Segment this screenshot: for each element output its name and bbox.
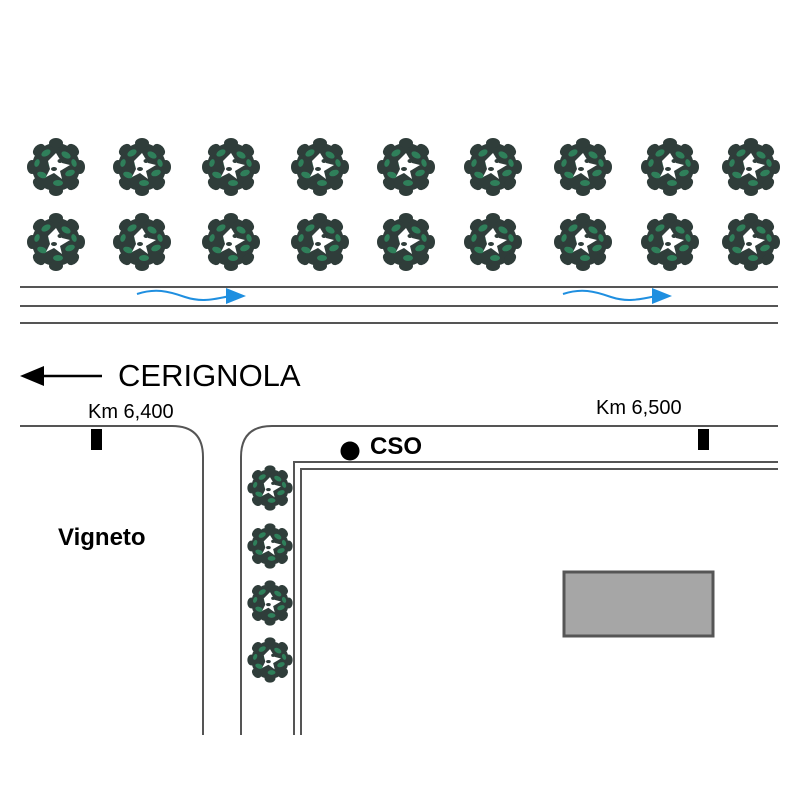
water-flow-arrow-icon [136,288,246,304]
tree-canopy-icon [291,213,349,271]
tree-canopy-icon [464,213,522,271]
tree-canopy-icon [247,580,293,626]
km-marker-left-label: Km 6,400 [88,401,174,423]
tree-canopy-icon [554,138,612,196]
tree-canopy-icon [202,213,260,271]
tree-canopy-icon [554,213,612,271]
property-border-outer [293,461,778,735]
km-marker-right-label: Km 6,500 [596,397,682,419]
tree-canopy-icon [377,138,435,196]
tree-canopy-icon [641,138,699,196]
tree-canopy-icon [27,213,85,271]
tree-canopy-icon [202,138,260,196]
property-border-inner [300,468,778,735]
road-edge-left [20,425,204,735]
tree-rows [27,138,780,271]
field-label: Vigneto [58,524,146,551]
station-label: CSO [370,433,422,460]
canal [20,286,778,324]
km-marker-icon [698,429,709,450]
tree-canopy-icon [247,523,293,569]
road-edge-right [240,425,778,735]
tree-canopy-icon [247,637,293,683]
tree-canopy-icon [377,213,435,271]
water-flow-arrow-icon [562,288,672,304]
tree-canopy-icon [722,138,780,196]
arrow-left-icon [20,366,102,386]
km-marker-icon [91,429,102,450]
tree-canopy-icon [27,138,85,196]
tree-canopy-icon [464,138,522,196]
road [20,425,778,735]
tree-column [247,465,293,683]
tree-canopy-icon [722,213,780,271]
tree-canopy-icon [113,213,171,271]
tree-canopy-icon [113,138,171,196]
tree-canopy-icon [247,465,293,511]
direction-label: CERIGNOLA [118,358,301,393]
tree-canopy-icon [641,213,699,271]
building [562,570,715,638]
tree-canopy-icon [291,138,349,196]
station-dot-icon [340,441,360,461]
